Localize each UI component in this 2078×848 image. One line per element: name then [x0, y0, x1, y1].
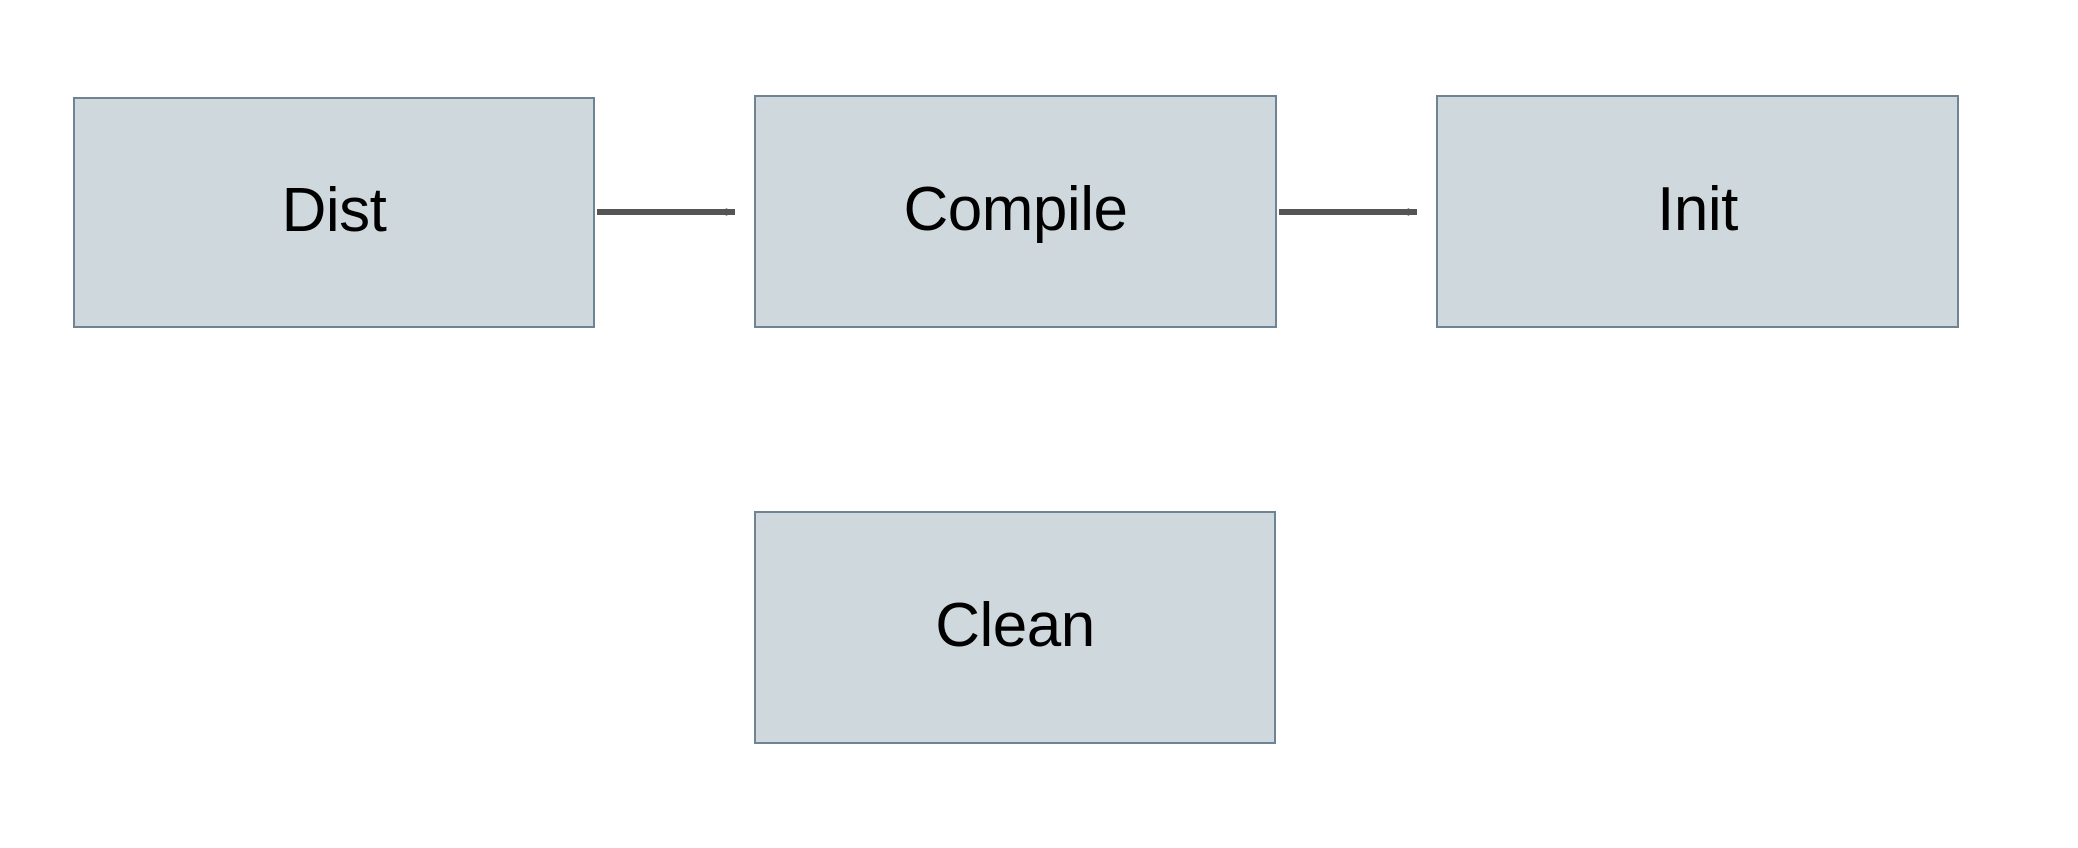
- node-clean-label: Clean: [935, 590, 1095, 660]
- node-compile-label: Compile: [903, 174, 1128, 244]
- node-dist-label: Dist: [281, 175, 387, 245]
- node-clean[interactable]: Clean: [754, 511, 1276, 744]
- node-init[interactable]: Init: [1436, 95, 1959, 328]
- node-init-label: Init: [1657, 174, 1738, 244]
- node-dist[interactable]: Dist: [73, 97, 595, 328]
- node-compile[interactable]: Compile: [754, 95, 1277, 328]
